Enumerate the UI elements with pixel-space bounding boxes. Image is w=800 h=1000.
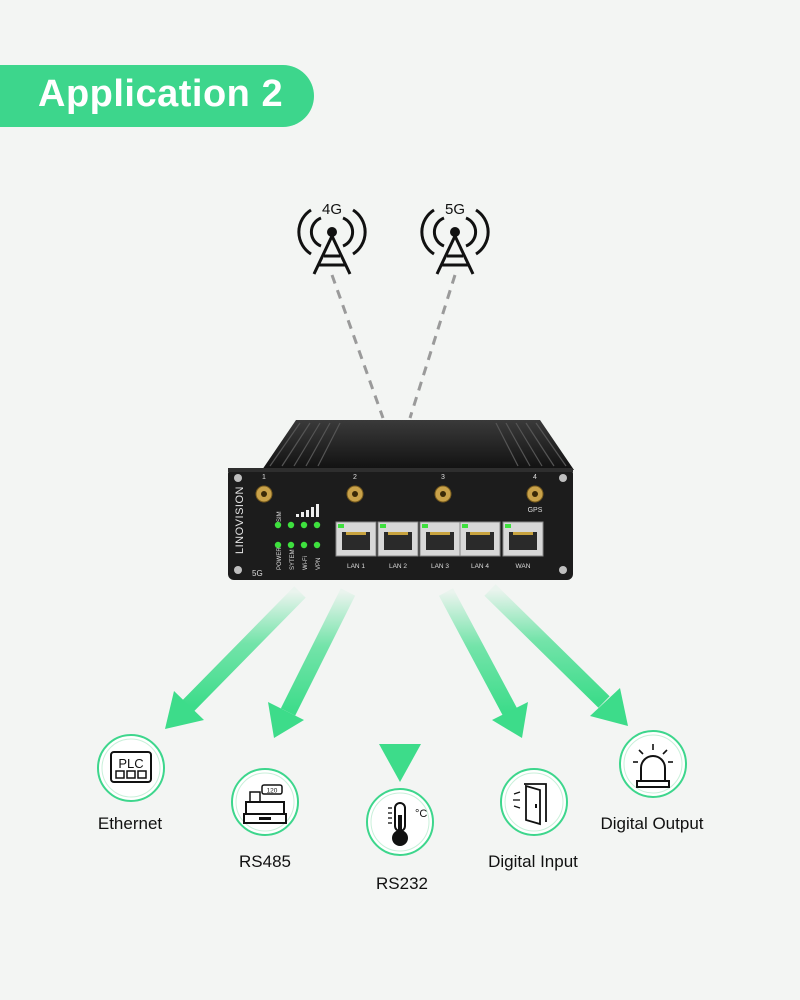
led-row-signal bbox=[274, 521, 321, 529]
cash-register-icon: 120 bbox=[231, 768, 299, 836]
gps-label: GPS bbox=[528, 507, 543, 514]
alarm-light-icon bbox=[619, 730, 687, 798]
device-label-ethernet: Ethernet bbox=[97, 814, 163, 833]
router-heat-fins bbox=[269, 422, 567, 467]
status-led-label: Wi-Fi bbox=[303, 556, 309, 570]
plc-icon: PLC bbox=[97, 734, 165, 802]
status-led-label: POWER bbox=[277, 547, 283, 570]
device-label-rs485: RS485 bbox=[239, 852, 291, 871]
device-label-rs232: RS232 bbox=[376, 874, 428, 893]
arrow-to-rs232 bbox=[379, 590, 421, 782]
banner-title: Application 2 bbox=[38, 73, 284, 115]
status-led-label: SYTEM bbox=[290, 549, 296, 570]
link-5g-dashed-line bbox=[408, 274, 457, 419]
register-display-text: 120 bbox=[267, 788, 278, 795]
arrow-to-ethernet bbox=[165, 586, 306, 729]
device-label-digital-output: Digital Output bbox=[600, 814, 704, 833]
status-led-label: VPN bbox=[316, 558, 322, 570]
thermometer-icon: °C bbox=[366, 788, 434, 856]
port-label: WAN bbox=[516, 563, 531, 570]
thermometer-unit-text: °C bbox=[415, 808, 427, 820]
arrow-to-rs485 bbox=[268, 588, 356, 738]
sim-label: SIM bbox=[277, 511, 283, 522]
link-4g-dashed-line bbox=[330, 274, 385, 419]
antenna-number: 3 bbox=[441, 474, 445, 481]
antenna-number: 1 bbox=[262, 474, 266, 481]
port-label: LAN 3 bbox=[431, 563, 449, 570]
router-top-panel bbox=[262, 420, 574, 470]
port-label: LAN 1 bbox=[347, 563, 365, 570]
led-row-status bbox=[274, 541, 321, 549]
tower-5g-icon: 5G bbox=[420, 201, 490, 275]
router-brand: LINOVISION bbox=[234, 486, 246, 554]
tower-label: 5G bbox=[445, 201, 465, 218]
plc-icon-text: PLC bbox=[118, 756, 143, 771]
signal-bars-icon bbox=[296, 504, 319, 517]
arrow-to-digital-input bbox=[438, 588, 528, 738]
router-device: LINOVISION 5G 1 2 3 4 GPS SIM bbox=[228, 420, 574, 580]
door-sensor-icon bbox=[500, 768, 568, 836]
device-label-digital-input: Digital Input bbox=[488, 852, 578, 871]
antenna-number: 4 bbox=[533, 474, 537, 481]
arrow-to-digital-output bbox=[484, 584, 628, 726]
tower-label: 4G bbox=[322, 201, 342, 218]
router-model-badge: 5G bbox=[252, 569, 263, 578]
port-label: LAN 4 bbox=[471, 563, 489, 570]
antenna-number: 2 bbox=[353, 474, 357, 481]
title-banner: Application 2 bbox=[0, 65, 314, 127]
port-label: LAN 2 bbox=[389, 563, 407, 570]
tower-4g-icon: 4G bbox=[297, 201, 367, 275]
